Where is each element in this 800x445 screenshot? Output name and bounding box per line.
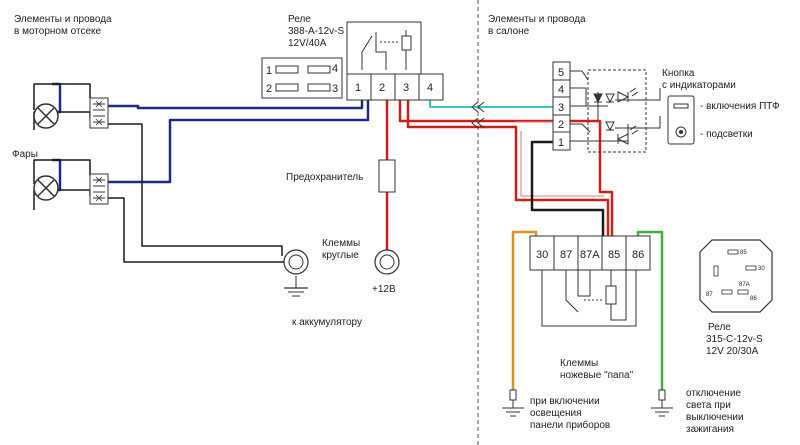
button-title: Кнопка с индикаторами: [662, 68, 736, 91]
ground-right-label: отключение света при выключении зажигани…: [686, 388, 744, 435]
main-relay-pin-2: 2: [379, 82, 385, 94]
small-relay-line1: Реле: [708, 322, 731, 333]
ground-right: [651, 389, 673, 417]
ground-wires: [108, 123, 294, 263]
small-relay-label: Реле 315-C-12v-S 12V 20/30A: [706, 322, 763, 357]
main-relay-label: Реле 388-A-12v-S 12V/40A: [288, 14, 344, 49]
socket-pin-tr: 4: [332, 63, 338, 75]
headlight-connector-upper: [89, 97, 109, 129]
headlights-label: Фары: [12, 149, 38, 160]
small-relay-pin-85: 85: [740, 250, 747, 256]
engine-section-title: Элементы и провода в моторном отсеке: [14, 14, 112, 37]
black-signal-wire: [530, 140, 605, 236]
button-backlight-label: - подсветки: [700, 129, 753, 140]
main-relay-pin-4: 4: [427, 82, 433, 94]
round-terminal-plus: [374, 249, 400, 275]
engine-title-line2: в моторном отсеке: [14, 26, 101, 37]
ground-left-line3: панели приборов: [530, 419, 610, 431]
ground-left-label: при включении освещения панели приборов: [530, 396, 610, 431]
small-relay-line2: 315-C-12v-S: [706, 334, 763, 345]
cabin-title-line2: в салоне: [488, 26, 530, 37]
main-relay-line1: Реле: [288, 14, 311, 25]
button-pin-1: 1: [558, 137, 564, 149]
ground-left-line2: освещения: [530, 408, 582, 419]
orange-wire: [511, 230, 538, 390]
cabin-relay-pin-86: 86: [632, 249, 644, 261]
socket-pin-tl: 1: [266, 65, 272, 77]
cabin-relay-pin-30: 30: [536, 249, 548, 261]
small-relay-pin-87a: 87A: [739, 282, 750, 288]
small-relay-pin-30: 30: [758, 266, 765, 272]
ground-right-line3: выключении: [686, 412, 744, 423]
small-relay-line3: 12V 20/30A: [706, 346, 759, 357]
cabin-relay-pin-87: 87: [560, 249, 572, 261]
blade-terminals-line2: ножевые "папа": [560, 370, 634, 381]
ground-right-line1: отключение: [686, 388, 741, 399]
button-face: [667, 95, 695, 145]
ground-left-line1: при включении: [530, 396, 600, 407]
headlight-connector-lower: [89, 173, 109, 205]
ground-right-line4: зажигания: [686, 424, 734, 435]
button-schematic: [587, 69, 647, 153]
cabin-relay: 30 87 87A 85 86: [529, 235, 651, 327]
cabin-section-title: Элементы и провода в салоне: [488, 14, 586, 37]
socket-pin-br: 3: [332, 83, 338, 95]
round-terminals-line1: Клеммы: [322, 238, 360, 249]
cabin-title-line1: Элементы и провода: [488, 14, 586, 25]
cabin-relay-pin-85: 85: [608, 249, 620, 261]
main-relay-pin-3: 3: [403, 82, 409, 94]
button-pin-3: 3: [558, 102, 564, 114]
round-terminals-line2: круглые: [322, 250, 359, 261]
headlight-lower: [33, 175, 59, 201]
blade-terminals-line1: Клеммы: [560, 358, 598, 369]
main-relay: 1 2 3 4: [346, 21, 444, 101]
cabin-relay-pin-87a: 87A: [580, 249, 600, 261]
blade-terminals-label: Клеммы ножевые "папа": [560, 358, 634, 381]
engine-title-line1: Элементы и провода: [14, 14, 112, 25]
button-title-line1: Кнопка: [662, 68, 695, 79]
button-title-line2: с индикаторами: [662, 80, 736, 91]
main-relay-line2: 388-A-12v-S: [288, 26, 344, 37]
plus12v-label: +12В: [372, 284, 396, 295]
socket-pin-bl: 2: [266, 83, 272, 95]
green-wire: [636, 230, 664, 390]
button-pin-4: 4: [558, 84, 564, 96]
main-relay-line3: 12V/40A: [288, 38, 327, 49]
round-terminal-ground: [283, 249, 309, 297]
fuse-label: Предохранитель: [286, 172, 363, 183]
small-relay-pin-86: 86: [750, 296, 757, 302]
round-terminals-label: Клеммы круглые: [322, 238, 360, 261]
main-relay-pin-1: 1: [355, 82, 361, 94]
headlight-upper: [33, 103, 59, 129]
wires: [33, 70, 664, 390]
ground-right-line2: света при: [686, 400, 731, 411]
button-fog-label: - включения ПТФ: [700, 101, 780, 112]
connector-arrows: [471, 101, 485, 129]
relay-socket: 1 4 2 3: [261, 57, 343, 99]
button-pin-5: 5: [558, 67, 564, 79]
to-battery-label: к аккумулятору: [292, 317, 362, 328]
ground-left: [502, 389, 524, 417]
button-pin-2: 2: [558, 119, 564, 131]
small-relay-pin-87: 87: [706, 292, 713, 298]
small-relay-pinout: 85 30 87 87A 86: [699, 239, 773, 313]
button-connector: 5 4 3 2 1: [552, 61, 571, 151]
fuse: [378, 159, 396, 193]
cyan-wire: [429, 100, 553, 108]
